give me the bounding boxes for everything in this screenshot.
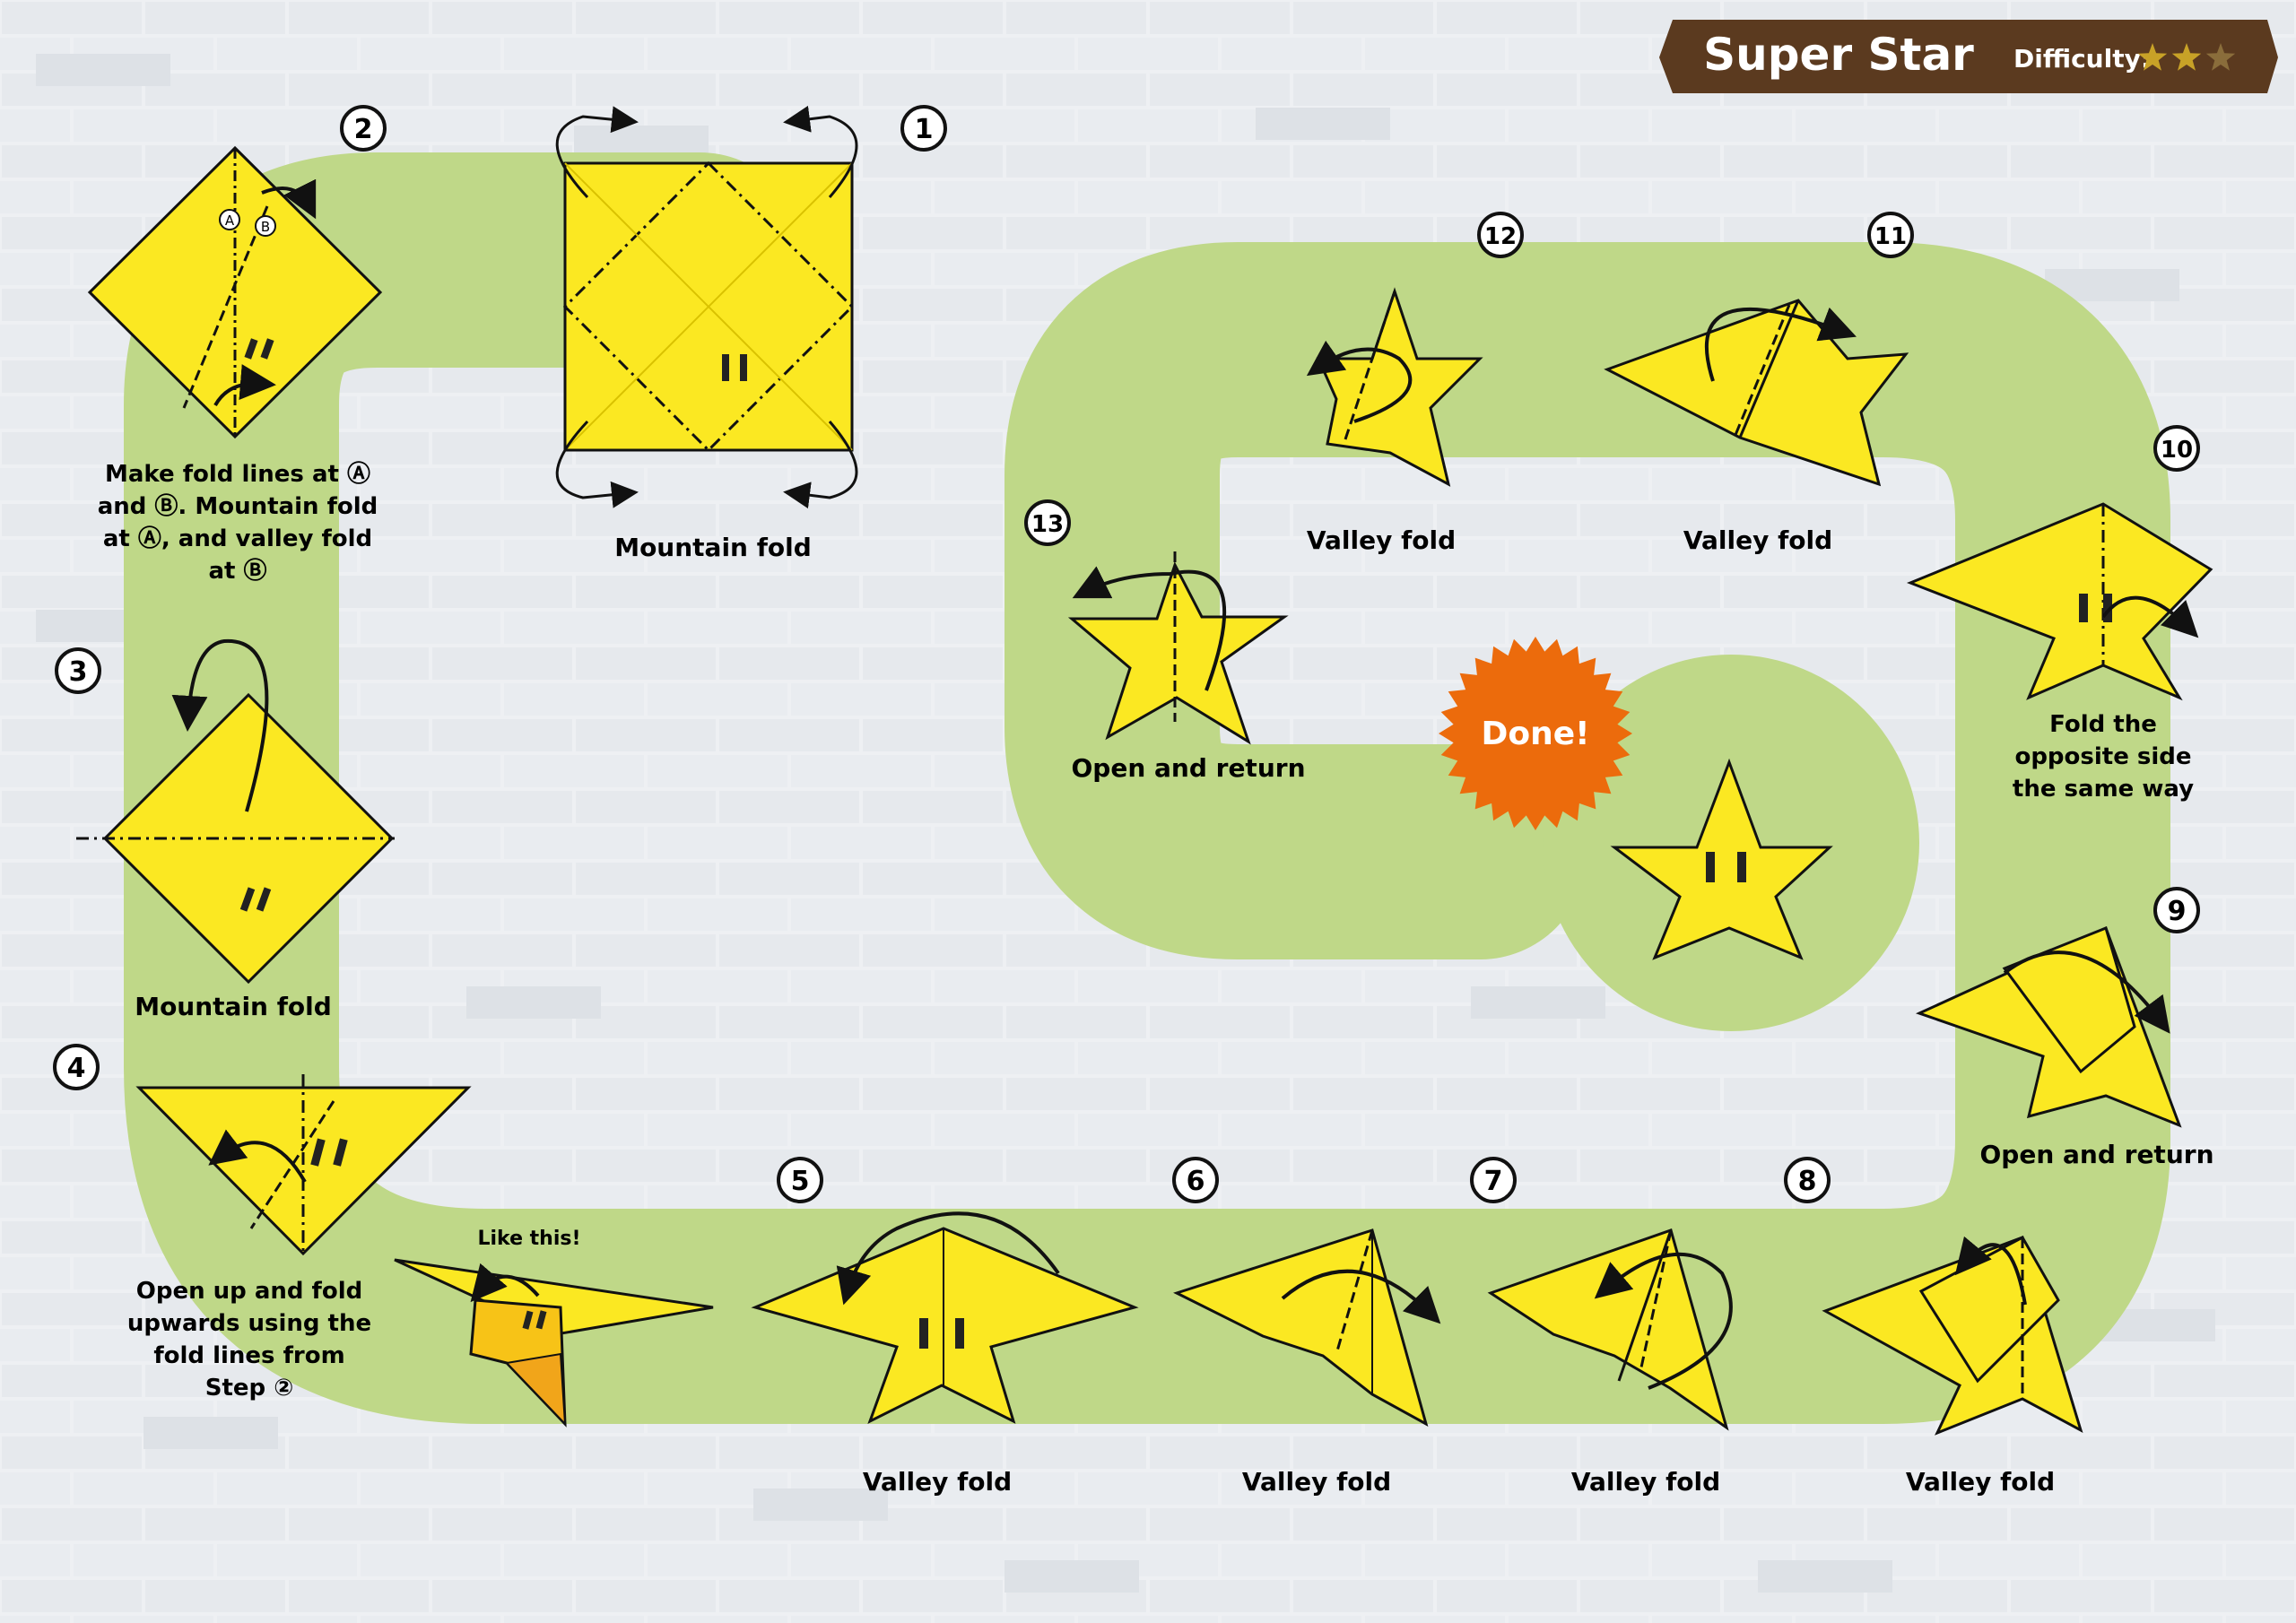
- star-paper: [1906, 502, 2213, 701]
- step-4: 4 Open up and fold upwards using the fol…: [53, 1044, 472, 1402]
- curved-arrow-icon: [1954, 1236, 2027, 1306]
- step-6: 6 Valley fold: [1172, 1157, 1441, 1497]
- step-number: 10: [2161, 437, 2193, 464]
- finished-star-icon: [1610, 758, 1833, 960]
- curved-arrow-icon: [213, 364, 276, 407]
- step-caption: Valley fold: [1571, 1467, 1720, 1497]
- step-1: 1 Mountain fold: [555, 105, 947, 562]
- curved-arrow-icon: [2101, 595, 2199, 638]
- star-paper: [1604, 299, 1909, 487]
- example-note: Like this!: [477, 1228, 580, 1250]
- step-number: 4: [67, 1053, 86, 1084]
- curved-arrow-icon: [470, 1263, 540, 1303]
- step-caption-line: Fold the: [2049, 711, 2157, 738]
- step-number: 13: [1031, 511, 1064, 538]
- step-5: 5 Valley fold: [751, 1157, 1139, 1497]
- step-number: 9: [2168, 896, 2187, 927]
- step-caption: Valley fold: [863, 1467, 1012, 1497]
- step-caption-line: opposite side: [2014, 743, 2191, 770]
- difficulty-star-empty-icon: [2205, 43, 2236, 71]
- step-caption-line: upwards using the: [127, 1310, 371, 1337]
- step-12: 12 Valley fold: [1306, 212, 1524, 555]
- difficulty-rating: [2137, 43, 2236, 71]
- difficulty-label: Difficulty:: [2013, 44, 2151, 74]
- curved-arrow-icon: [208, 1129, 307, 1183]
- step-number: 8: [1798, 1166, 1817, 1197]
- curved-arrow-icon: [1306, 340, 1413, 423]
- done-badge: [1439, 637, 1632, 830]
- curved-arrow-icon: [171, 638, 269, 812]
- step-3: 3 Mountain fold: [55, 638, 395, 1021]
- step-caption-line: Open up and fold: [136, 1278, 363, 1305]
- curved-arrow-icon: [1072, 566, 1227, 691]
- step-caption: Open and return: [1980, 1140, 2214, 1169]
- step-caption-line: and Ⓑ. Mountain fold: [98, 492, 378, 520]
- step-9: 9 Open and return: [1915, 887, 2214, 1169]
- step-number: 7: [1484, 1166, 1503, 1197]
- title-banner: Super Star Difficulty:: [1659, 20, 2278, 93]
- difficulty-star-filled-icon: [2137, 43, 2168, 71]
- marker-b: B: [261, 219, 270, 235]
- step-caption: Valley fold: [1683, 525, 1832, 555]
- star-paper: [1067, 561, 1289, 745]
- step-4-example: Like this!: [394, 1228, 714, 1428]
- step-8: 8 Valley fold: [1784, 1157, 2083, 1497]
- step-caption: Open and return: [1072, 753, 1306, 783]
- curved-arrow-icon: [1281, 1269, 1441, 1324]
- step-caption: Valley fold: [1906, 1467, 2055, 1497]
- step-number: 6: [1187, 1166, 1205, 1197]
- step-number: 2: [354, 114, 373, 145]
- curved-arrow-icon: [555, 105, 858, 509]
- step-number: 12: [1484, 223, 1517, 250]
- diamond-paper: [102, 692, 395, 985]
- marker-a: A: [225, 213, 235, 229]
- curved-arrow-icon: [1704, 307, 1857, 382]
- step-caption-line: the same way: [2013, 776, 2194, 803]
- step-caption: Mountain fold: [614, 533, 812, 562]
- step-caption: Valley fold: [1242, 1467, 1391, 1497]
- step-number: 1: [915, 114, 934, 145]
- done-badge-label: Done!: [1481, 716, 1589, 752]
- step-number: 5: [791, 1166, 810, 1197]
- step-10: 10 Fold the opposite side the same way: [1906, 425, 2213, 803]
- curved-arrow-icon: [836, 1211, 1060, 1306]
- curved-arrow-icon: [261, 178, 317, 220]
- fold-diamond-lines: [562, 161, 855, 453]
- step-number: 3: [69, 656, 88, 688]
- step-caption: Valley fold: [1307, 525, 1456, 555]
- finished-result: Done!: [1439, 637, 1833, 960]
- step-caption-line: Make fold lines at Ⓐ: [105, 460, 370, 488]
- step-caption-line: at Ⓑ: [208, 557, 266, 585]
- curved-arrow-icon: [2003, 950, 2170, 1034]
- step-caption-line: Step ②: [205, 1375, 293, 1402]
- page-title: Super Star: [1703, 29, 1974, 81]
- step-caption-line: at Ⓐ, and valley fold: [103, 525, 372, 552]
- step-number: 11: [1874, 223, 1907, 250]
- step-13: 13 Open and return: [1024, 499, 1306, 783]
- step-7: 7 Valley fold: [1470, 1157, 1733, 1497]
- step-11: 11 Valley fold: [1604, 212, 1914, 555]
- step-caption: Mountain fold: [135, 992, 332, 1021]
- curved-arrow-icon: [1594, 1252, 1733, 1390]
- difficulty-star-filled-icon: [2171, 43, 2202, 71]
- step-2: 2 A B Make fold lines at Ⓐ and Ⓑ. Mounta…: [87, 105, 387, 585]
- step-caption-line: fold lines from: [153, 1342, 344, 1369]
